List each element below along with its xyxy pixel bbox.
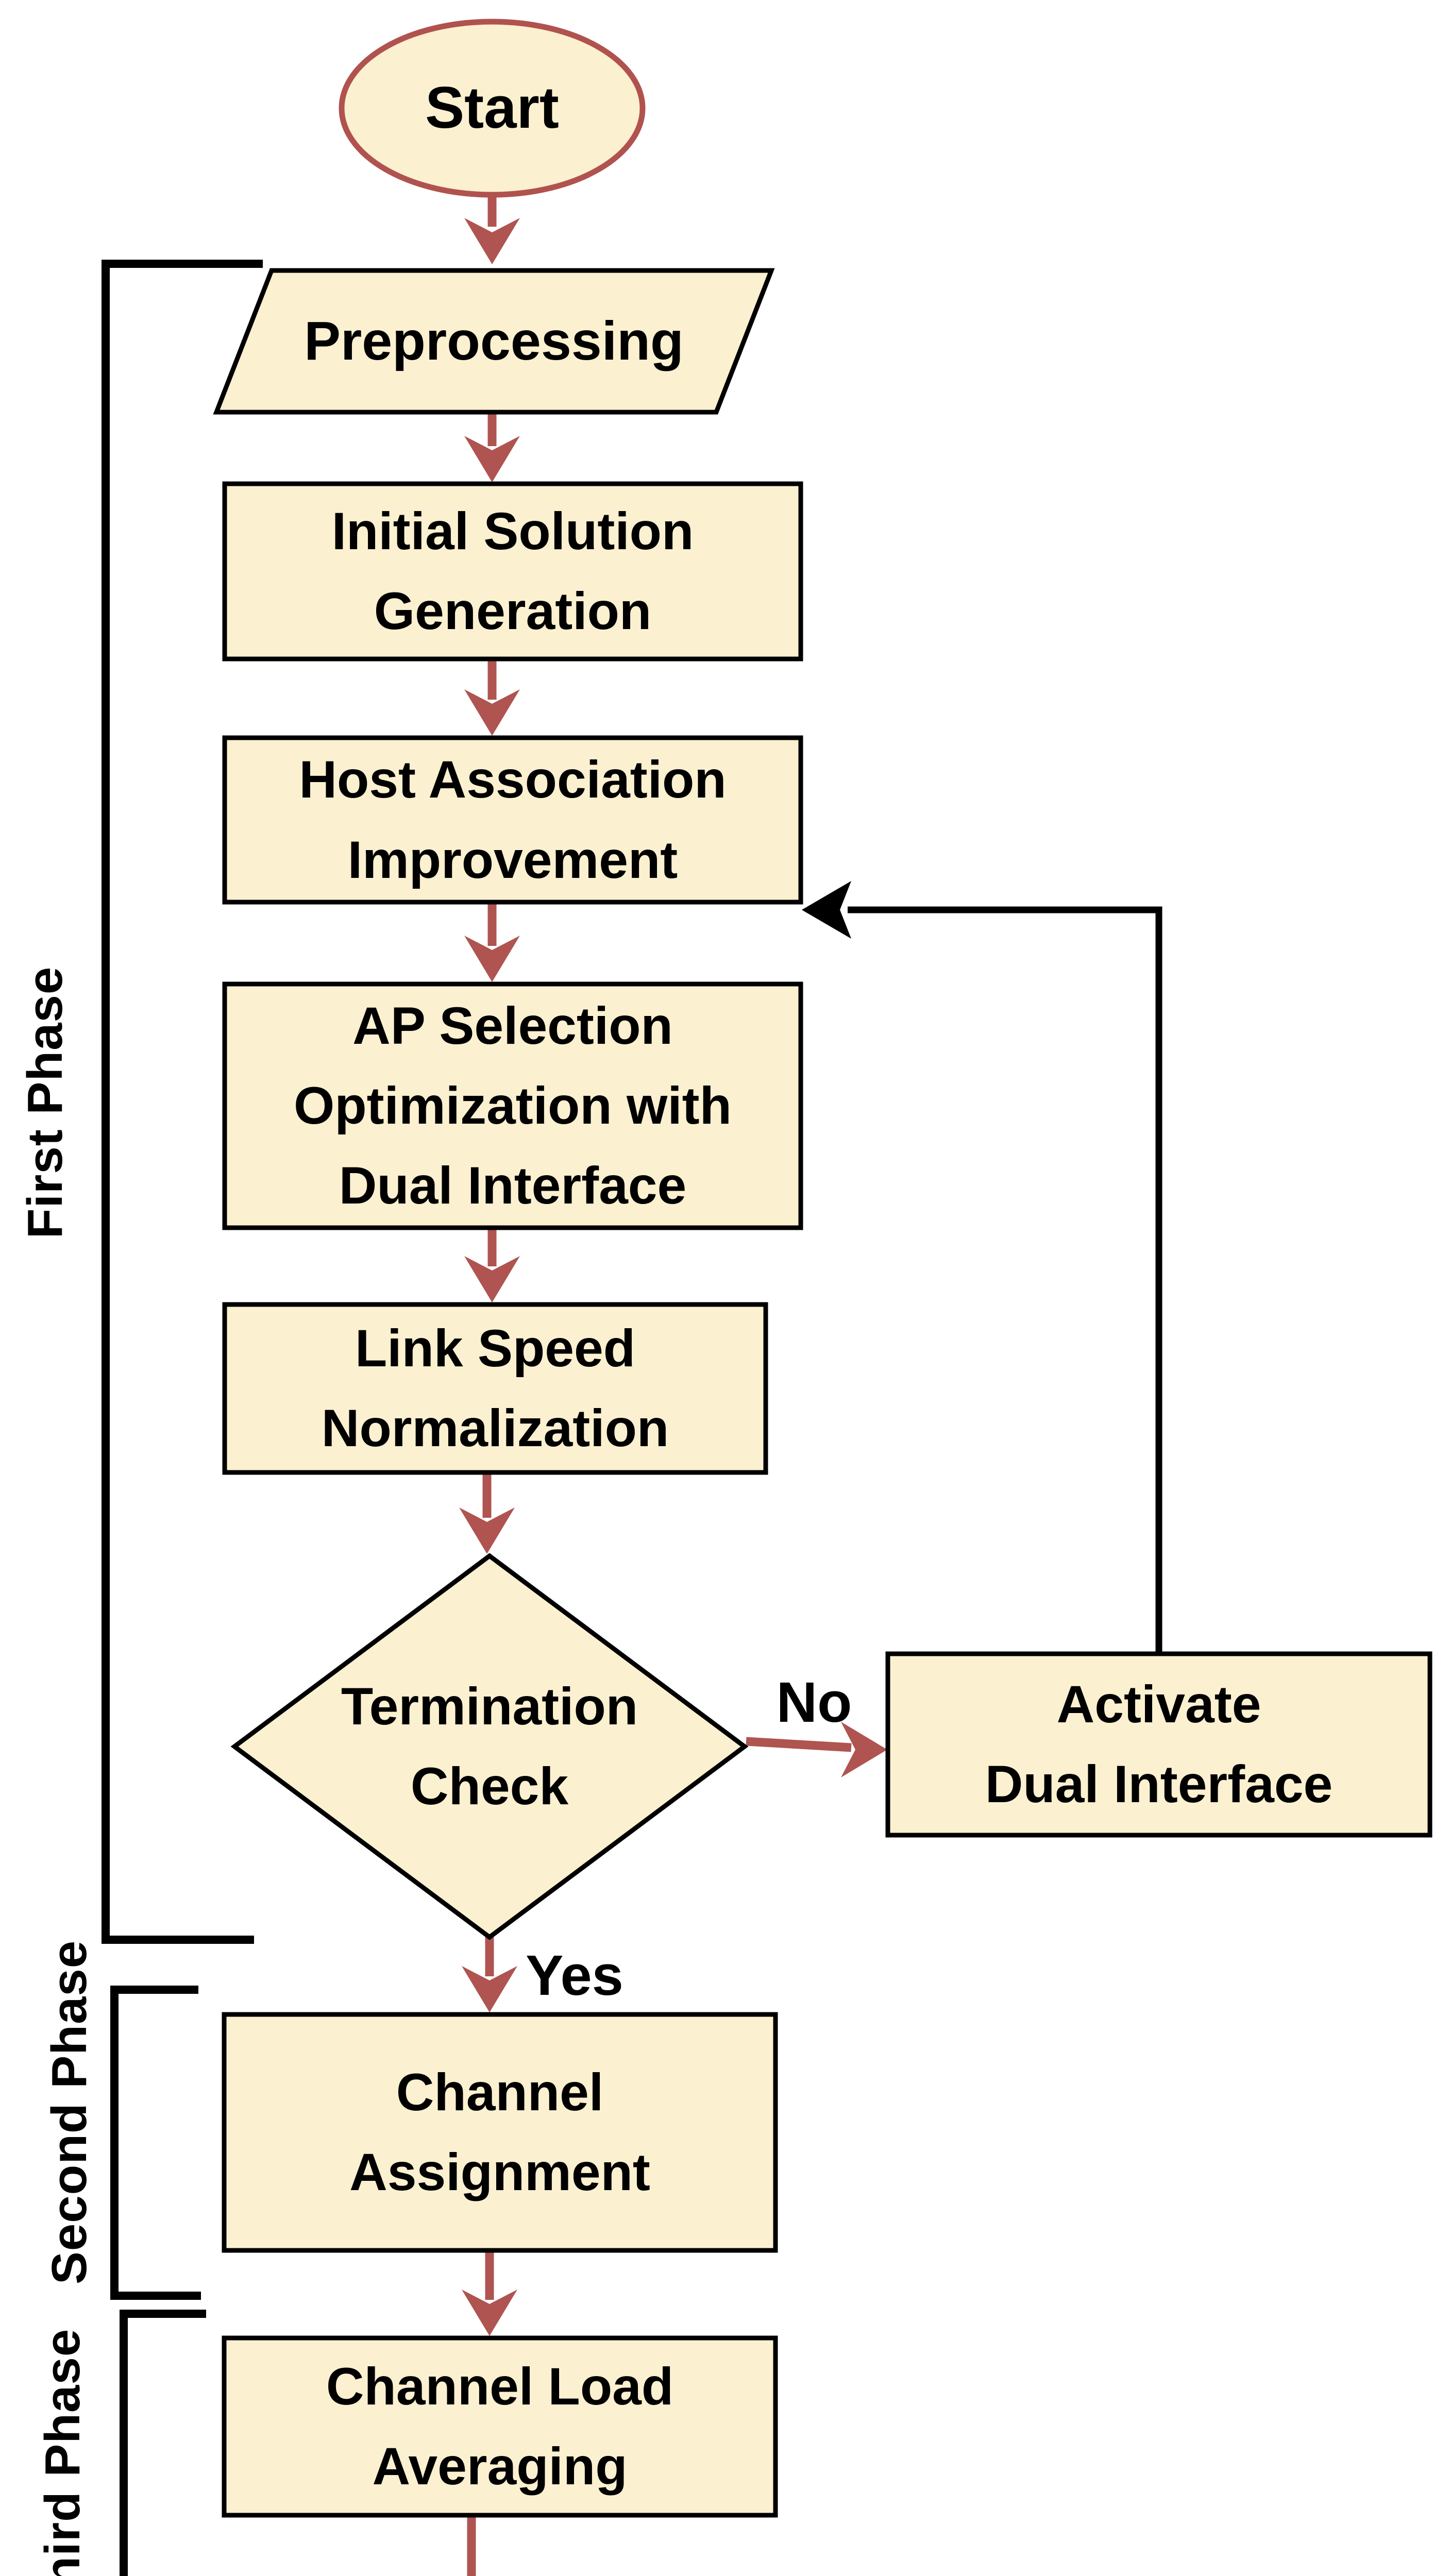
arrowhead-icon <box>462 2290 517 2336</box>
initial-solution-shape <box>222 481 803 662</box>
ap-selection-shape <box>222 981 803 1230</box>
channel-assignment-shape <box>222 2012 778 2253</box>
arrowhead-icon <box>841 1722 887 1777</box>
arrow-no-branch <box>746 1737 852 1752</box>
arrowhead-icon <box>462 1966 517 2012</box>
channel-load-shape <box>222 2335 778 2518</box>
feedback-arrowhead-icon <box>802 881 851 939</box>
second-phase-bracket <box>110 1986 201 2300</box>
host-association-shape <box>222 735 803 905</box>
preprocessing-shape <box>213 268 775 415</box>
arrowhead-icon <box>464 936 520 982</box>
feedback-line <box>848 906 1162 1654</box>
arrowhead-icon <box>464 689 520 736</box>
third-phase-bracket <box>120 2310 206 2576</box>
start-shape <box>339 19 646 198</box>
arrowhead-icon <box>464 1256 520 1302</box>
first-phase-bracket <box>102 260 263 1944</box>
link-speed-shape <box>222 1302 768 1475</box>
termination-check-shape <box>230 1553 749 1940</box>
arrowhead-icon <box>464 436 520 482</box>
arrowhead-icon <box>464 218 520 264</box>
activate-dual-shape <box>885 1651 1432 1838</box>
arrowhead-icon <box>459 1507 515 1554</box>
